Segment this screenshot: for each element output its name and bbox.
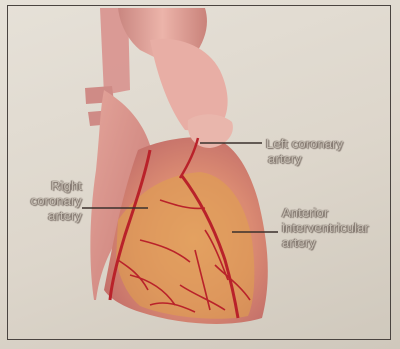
label-anterior-interventricular-artery: Anterior interventricular artery (282, 205, 369, 250)
label-right-coronary-artery: Right coronary artery (22, 178, 82, 223)
label-left-coronary-artery: Left coronary artery (266, 136, 343, 166)
